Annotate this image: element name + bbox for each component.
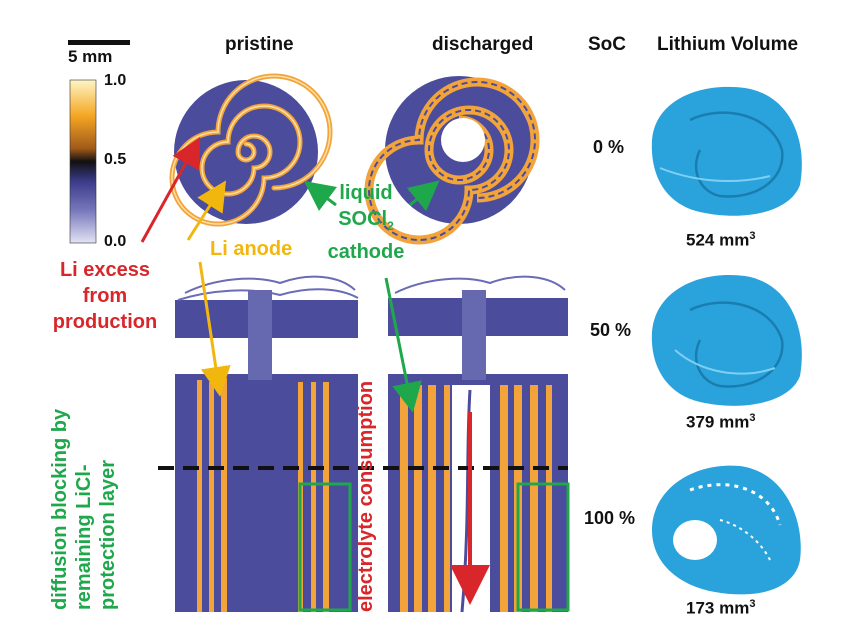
header-lithium-volume: Lithium Volume	[657, 34, 799, 55]
scale-bar-label: 5 mm	[68, 47, 113, 66]
pristine-cross-section	[175, 275, 359, 612]
diffusion-line-3: protection layer	[97, 459, 119, 610]
lithium-volume-0	[651, 86, 802, 216]
colorbar-tick-top: 1.0	[104, 72, 127, 89]
soc-50: 50 %	[590, 320, 632, 340]
li-excess-line-3: production	[52, 311, 158, 333]
cathode-line-1: liquid	[339, 182, 393, 204]
diffusion-blocking-label: diffusion blocking by remaining LiCl- pr…	[48, 409, 120, 610]
cathode-arrow-cross	[384, 277, 422, 413]
lithium-volume-50	[651, 274, 802, 406]
volume-100: 173 mm3	[686, 598, 756, 618]
li-excess-label: Li excess from production	[50, 257, 160, 335]
discharged-cross-section	[388, 275, 568, 613]
pristine-highlight-box	[298, 482, 352, 612]
lithium-volume-100	[652, 465, 801, 595]
li-anode-arrow-top	[186, 180, 227, 241]
electrolyte-consumption-label: electrolyte consumption	[355, 380, 377, 612]
li-excess-arrow	[140, 136, 201, 243]
colorbar	[69, 79, 97, 244]
cathode-line-2: SOCl2	[338, 208, 394, 233]
li-excess-line-2: from	[82, 285, 128, 307]
pristine-top-view	[169, 73, 333, 227]
diffusion-line-1: diffusion blocking by	[49, 408, 71, 610]
header-pristine: pristine	[225, 34, 294, 55]
colorbar-tick-mid: 0.5	[104, 151, 127, 168]
scale-bar	[68, 40, 130, 45]
li-anode-label: Li anode	[210, 238, 293, 260]
diffusion-line-2: remaining LiCl-	[73, 464, 95, 610]
header-soc: SoC	[588, 34, 626, 55]
volume-0: 524 mm3	[686, 230, 756, 250]
cathode-arrow-pristine	[304, 181, 337, 211]
discharged-highlight-box	[516, 482, 570, 612]
header-discharged: discharged	[432, 34, 534, 55]
cathode-arrow-discharged	[406, 180, 440, 212]
cathode-label: liquid SOCl2 cathode	[318, 180, 414, 265]
li-anode-arrow-bottom	[198, 261, 231, 397]
colorbar-tick-bottom: 0.0	[104, 233, 127, 250]
soc-100: 100 %	[584, 508, 636, 528]
volume-50: 379 mm3	[686, 412, 756, 432]
soc-0: 0 %	[593, 137, 625, 157]
li-excess-line-1: Li excess	[59, 259, 151, 281]
cathode-line-3: cathode	[327, 241, 405, 263]
